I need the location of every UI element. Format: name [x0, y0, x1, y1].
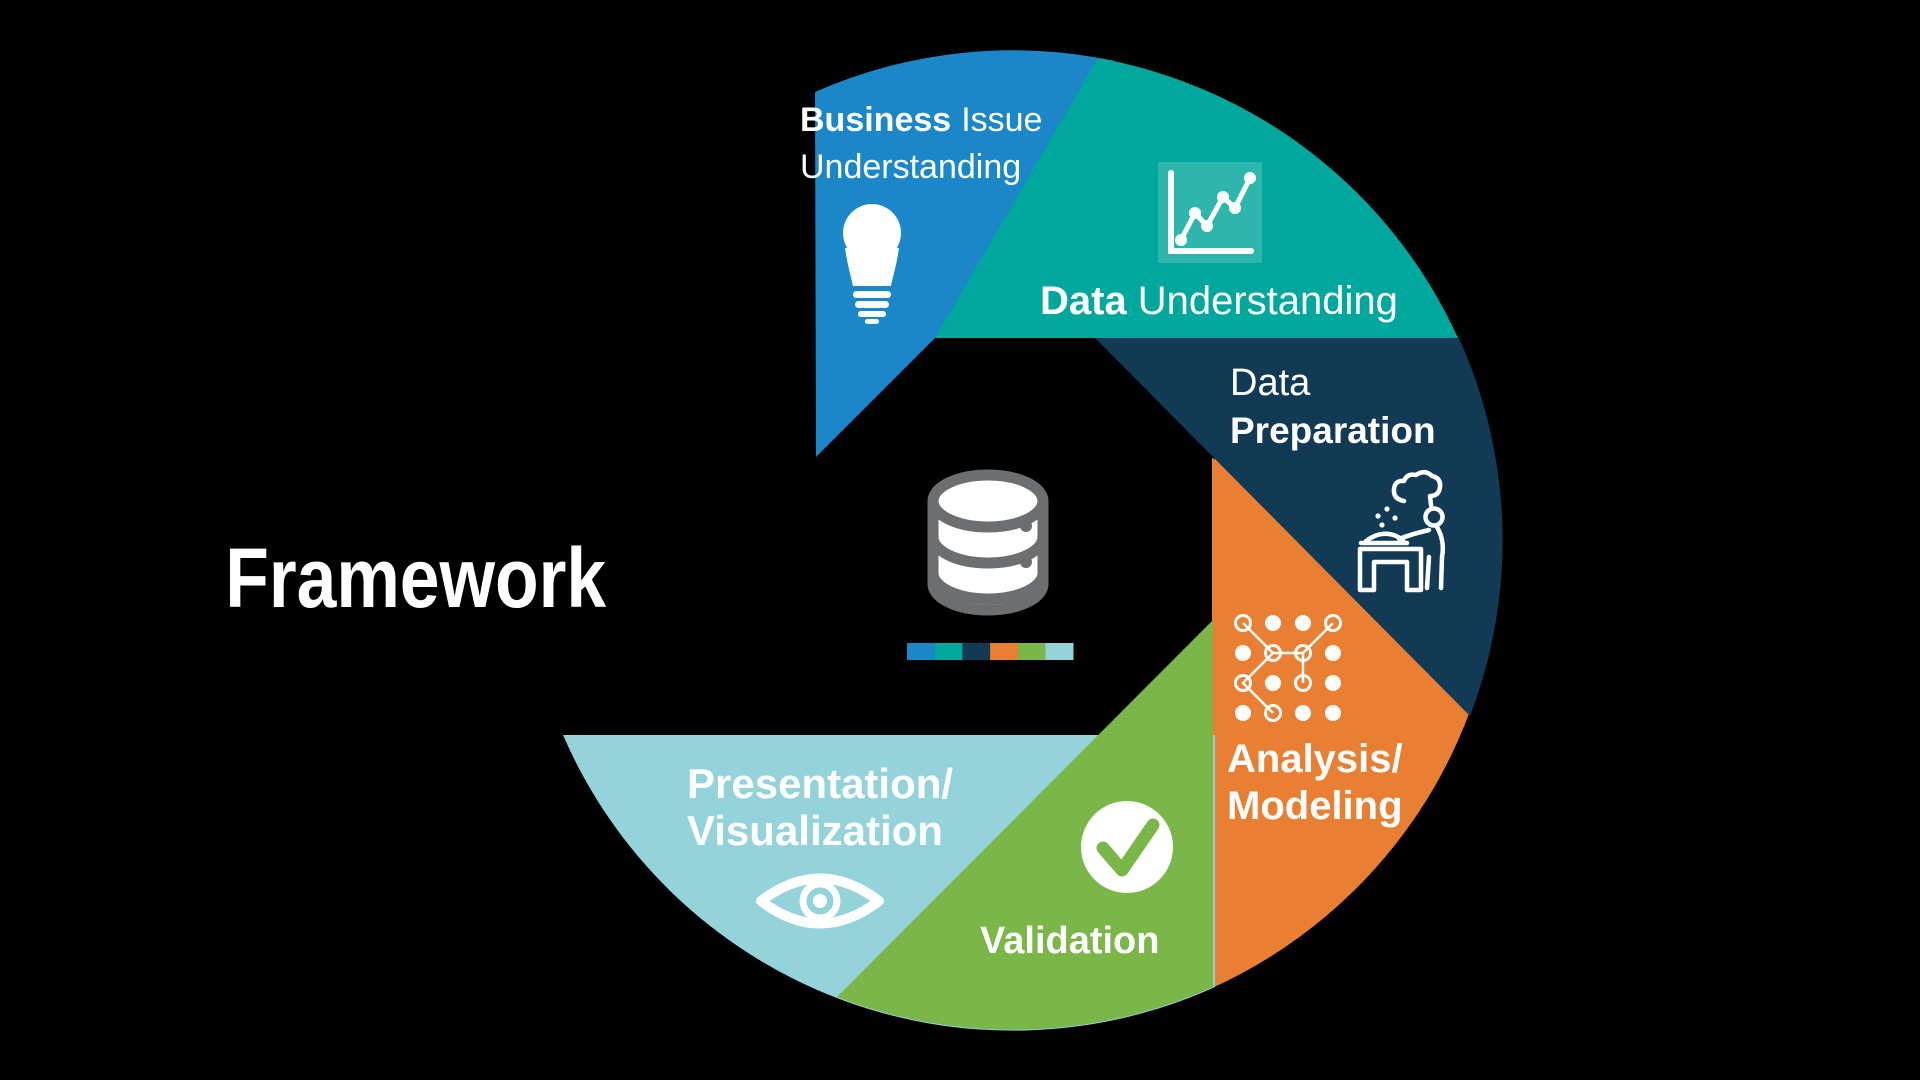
modeling-label: Modeling	[1227, 784, 1403, 828]
validation-label: Validation	[980, 920, 1159, 962]
network-nodes-icon	[1234, 614, 1342, 722]
color-strip	[907, 643, 1074, 660]
data-understanding-rest: Understanding	[1138, 279, 1398, 323]
check-circle-icon	[1081, 801, 1173, 893]
segment-data-understanding-wedge	[935, 58, 1458, 338]
sprinkle-dots	[1375, 506, 1398, 528]
chef-cooking-icon	[1357, 470, 1446, 593]
strip-blue	[907, 643, 935, 660]
segment-business-wedge	[815, 50, 1115, 457]
strip-orange	[990, 643, 1019, 660]
eye-icon	[756, 873, 884, 929]
business-label-rest: Issue	[961, 101, 1042, 139]
lightbulb-icon	[843, 204, 901, 324]
business-issue-label: Business Issue	[800, 101, 1042, 139]
database-icon	[927, 469, 1049, 616]
data-understanding-bold: Data	[1040, 279, 1127, 323]
network-dots	[1234, 614, 1342, 722]
strip-teal	[934, 643, 963, 660]
strip-green	[1017, 643, 1046, 660]
business-understanding-label: Understanding	[800, 148, 1021, 186]
analysis-label: Analysis/	[1227, 737, 1403, 781]
business-label-bold: Business	[800, 101, 951, 139]
segment-validation-wedge	[837, 620, 1213, 1030]
data-preparation-line2: Preparation	[1230, 410, 1436, 451]
data-preparation-line1: Data	[1230, 362, 1311, 404]
line-chart-icon	[1158, 162, 1262, 263]
presentation-label: Presentation/	[687, 760, 953, 807]
framework-title: Framework	[225, 530, 606, 625]
strip-cyan	[1045, 643, 1074, 660]
visualization-label: Visualization	[687, 807, 943, 854]
database-dots	[1020, 520, 1032, 604]
segment-data-preparation-wedge	[1093, 336, 1503, 716]
strip-navy	[962, 643, 991, 660]
